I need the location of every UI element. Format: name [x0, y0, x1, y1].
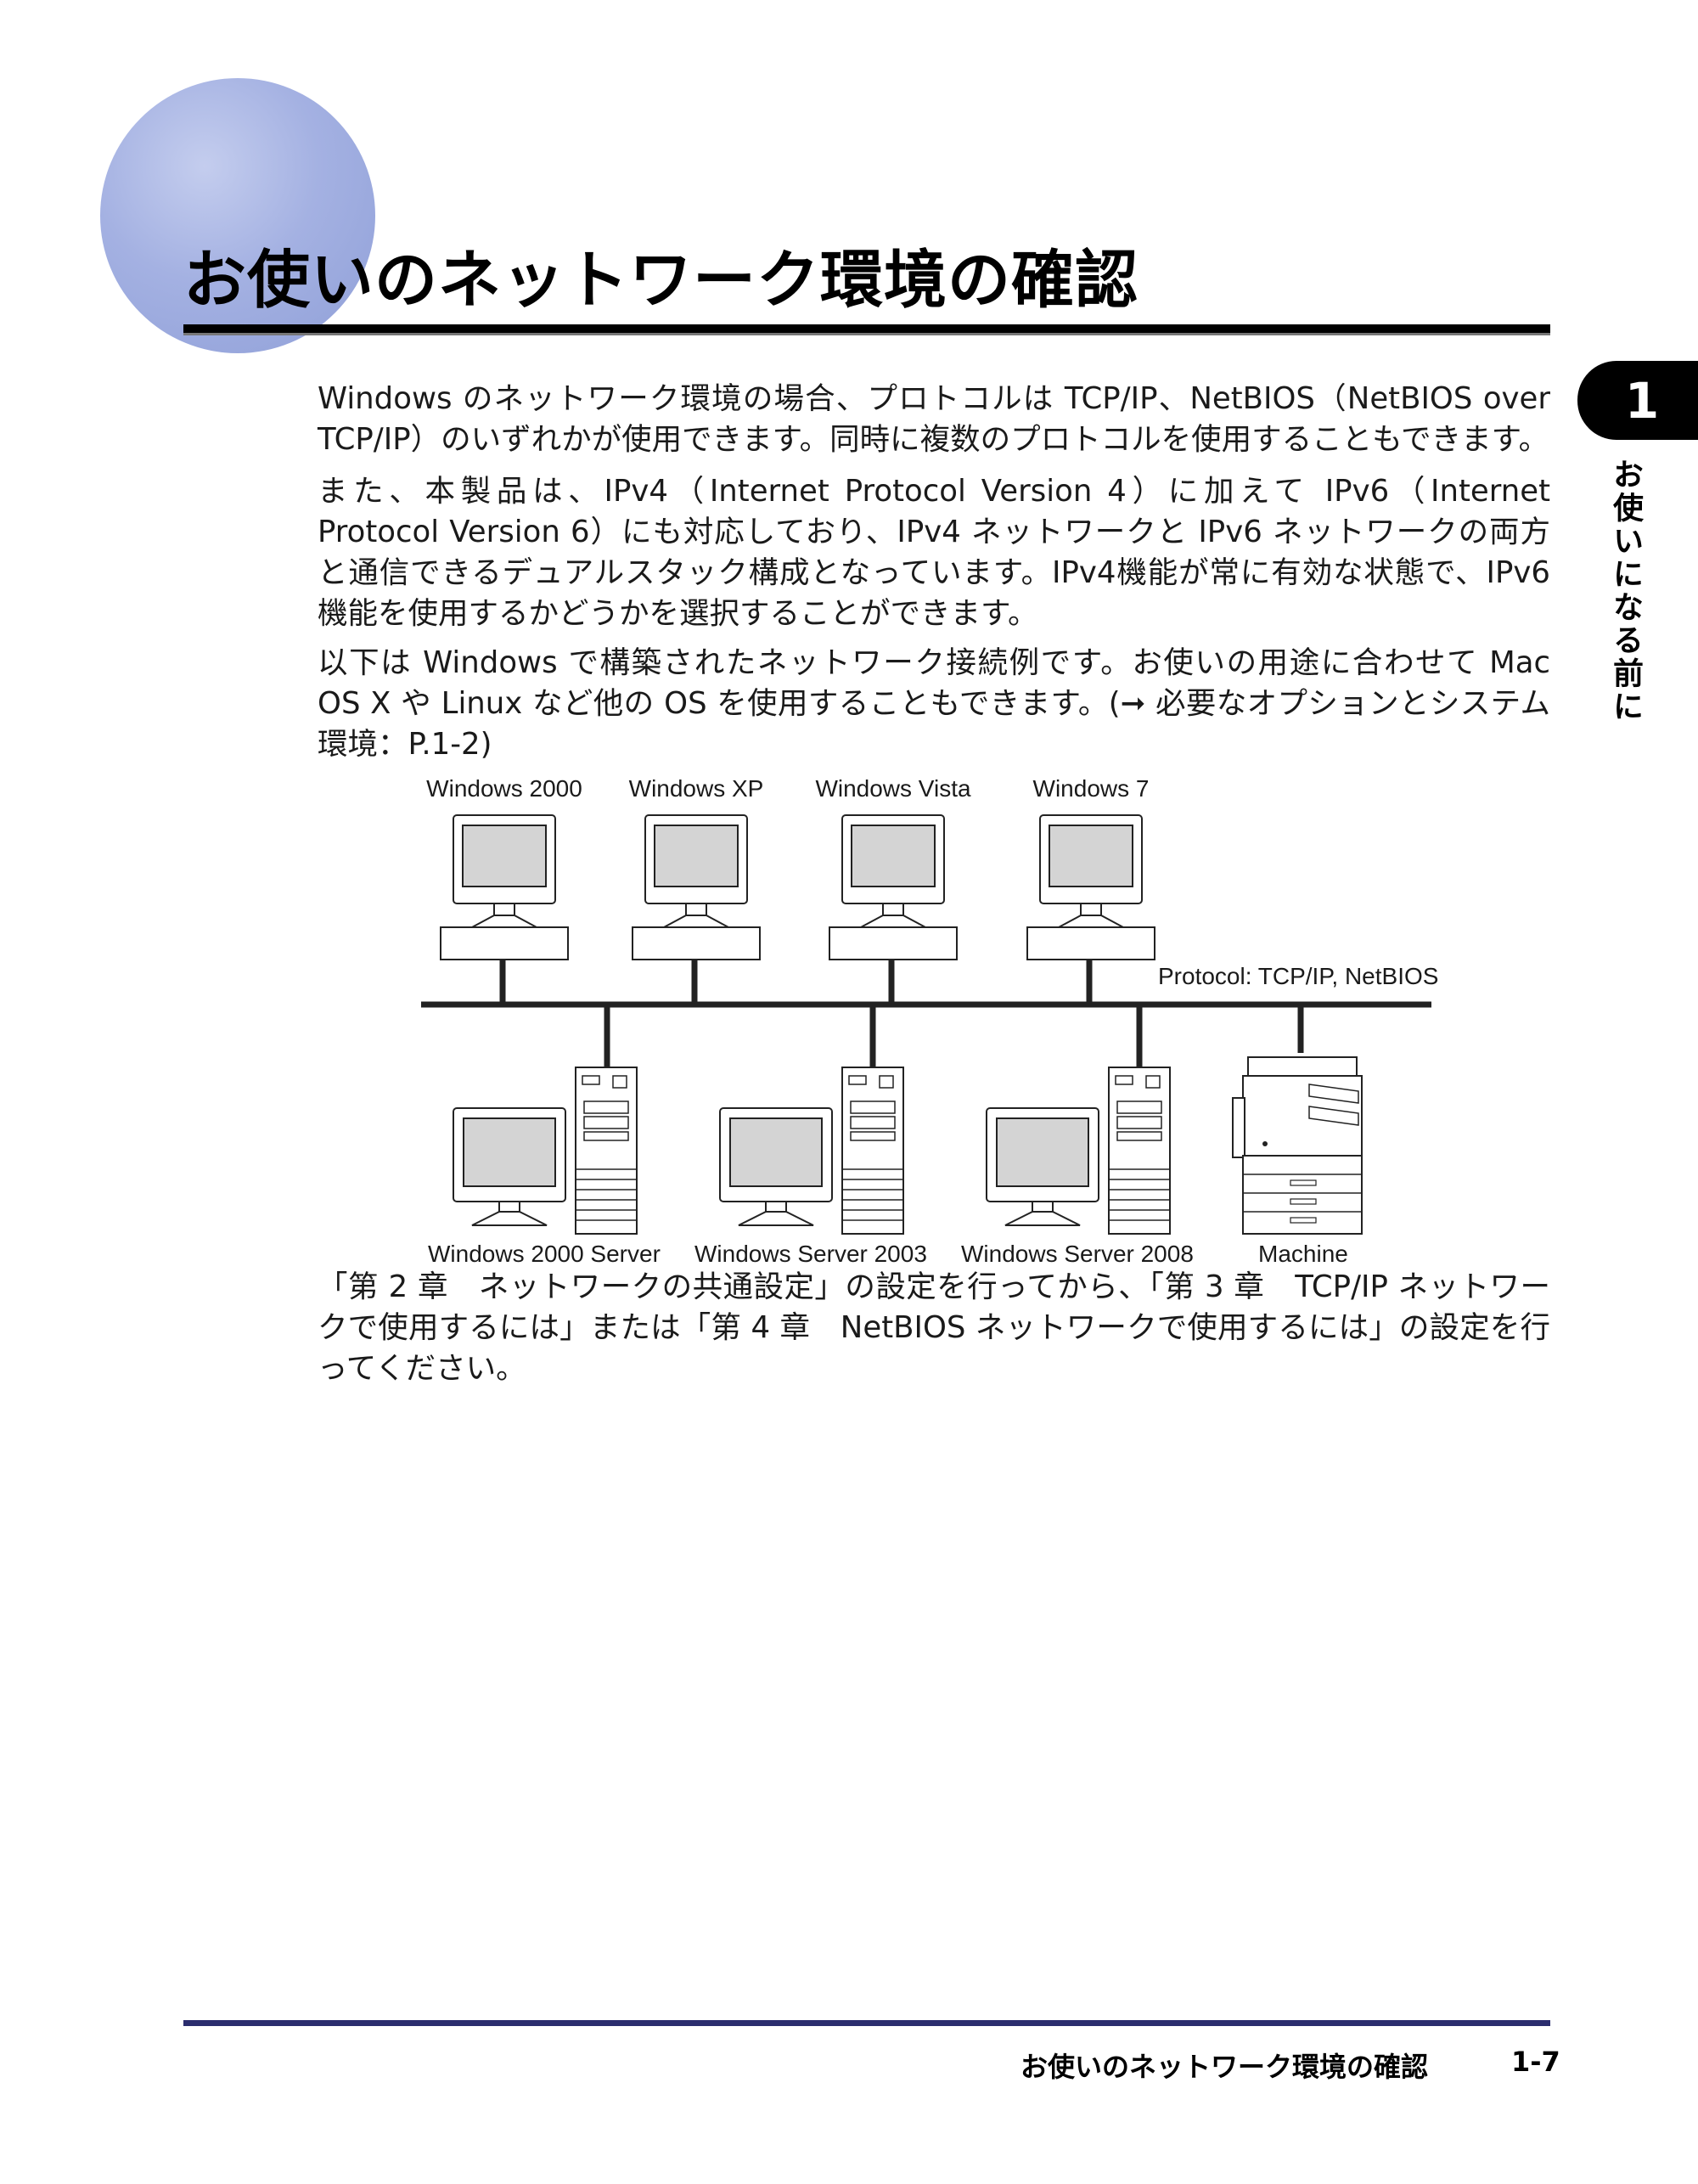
server-pc-2: [986, 1067, 1171, 1235]
server-label-0: Windows 2000 Server: [428, 1241, 661, 1267]
footer-title: お使いのネットワーク環境の確認: [1020, 2051, 1429, 2083]
chapter-decoration-circle: [100, 78, 375, 353]
paragraph-protocols: Windows のネットワーク環境の場合、プロトコルは TCP/IP、NetBI…: [318, 381, 1550, 457]
machine-icon: [1232, 1056, 1363, 1235]
client-pc-1: [632, 814, 761, 960]
page-title: お使いのネットワーク環境の確認: [183, 244, 1139, 317]
title-rule: [183, 324, 1550, 335]
client-label-0: Windows 2000: [426, 775, 582, 802]
page-number: 1-7: [1511, 2046, 1560, 2078]
server-label-2: Windows Server 2008: [961, 1241, 1194, 1267]
paragraph-ipv6: また、本製品は、IPv4（Internet Protocol Version 4…: [318, 474, 1550, 631]
chapter-number: 1: [1624, 371, 1660, 430]
chapter-tab: 1: [1577, 361, 1698, 440]
client-label-3: Windows 7: [1033, 775, 1150, 802]
server-pc-0: [453, 1067, 638, 1235]
client-pc-2: [829, 814, 958, 960]
server-pc-1: [719, 1067, 904, 1235]
client-pc-3: [1026, 814, 1155, 960]
chapter-label: お使いになる前に: [1608, 459, 1643, 723]
client-label-1: Windows XP: [629, 775, 764, 802]
protocol-label: Protocol: TCP/IP, NetBIOS: [1158, 963, 1438, 989]
paragraph-next-steps: 「第 2 章 ネットワークの共通設定」の設定を行ってから、「第 3 章 TCP/…: [318, 1269, 1550, 1386]
footer-rule: [183, 2020, 1550, 2026]
network-diagram: Windows 2000 Windows XP Windows Vista Wi…: [421, 775, 1438, 1267]
client-label-2: Windows Vista: [815, 775, 971, 802]
server-label-1: Windows Server 2003: [694, 1241, 927, 1267]
machine-label: Machine: [1258, 1241, 1348, 1267]
paragraph-example: 以下は Windows で構築されたネットワーク接続例です。お使いの用途に合わせ…: [318, 645, 1550, 762]
client-pc-0: [440, 814, 569, 960]
